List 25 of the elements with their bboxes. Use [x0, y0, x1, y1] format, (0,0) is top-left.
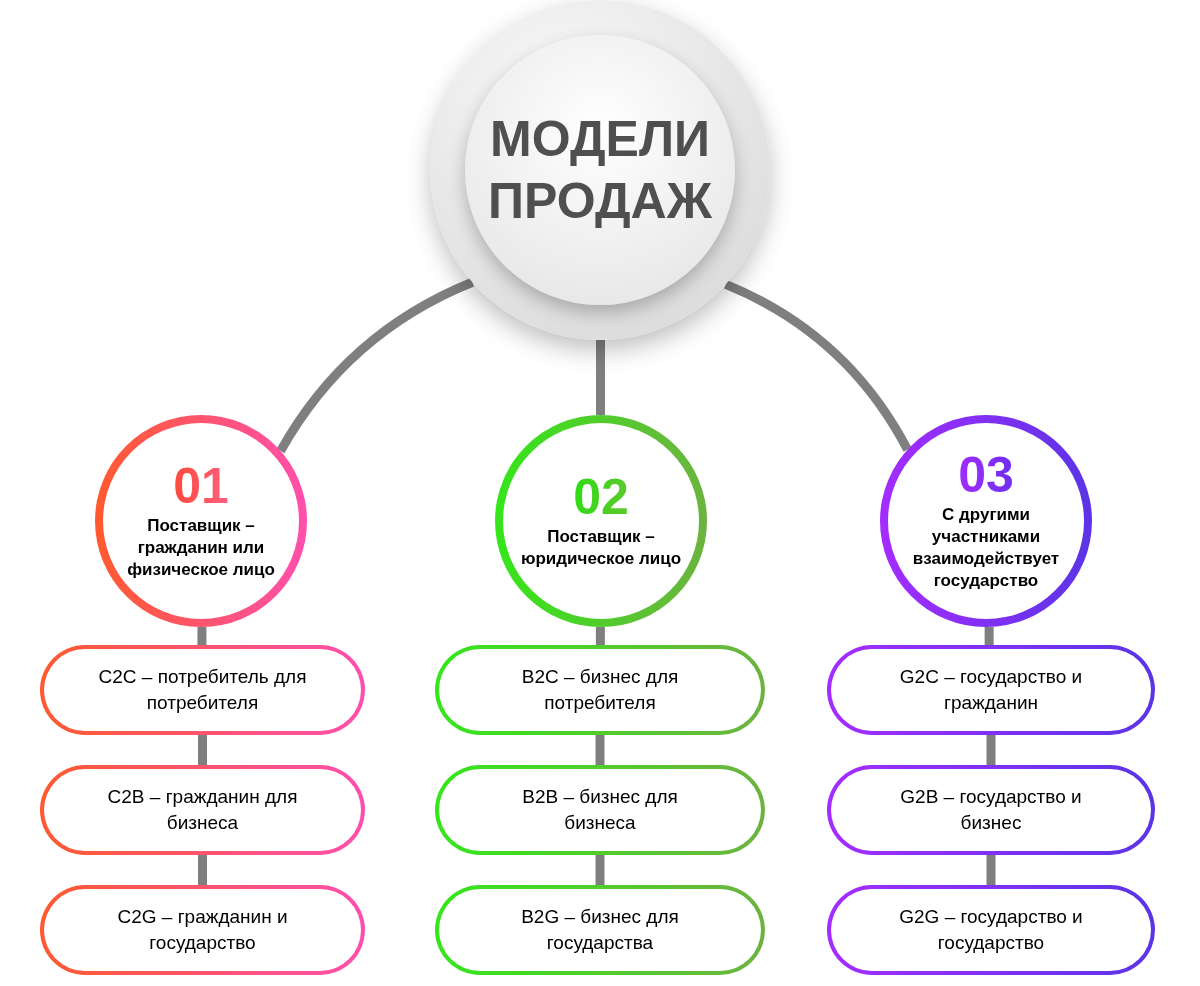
category-text: Поставщик – гражданин или физическое лицо: [126, 514, 276, 582]
connector-line: [723, 280, 912, 452]
model-text: G2B – государство и бизнес: [899, 785, 1083, 835]
model-text: B2C – бизнес для потребителя: [520, 665, 680, 715]
connector-line: [198, 735, 207, 765]
model-text: G2C – государство и гражданин: [898, 665, 1084, 715]
category-text: С другими участниками взаимодействует государство: [911, 503, 1061, 593]
connector-line: [595, 855, 605, 885]
model-text: G2G – государство и государство: [898, 905, 1084, 955]
model-text: B2B – бизнес для бизнеса: [521, 785, 679, 835]
model-text: B2G – бизнес для государства: [520, 905, 680, 955]
hub-title: МОДЕЛИ ПРОДАЖ: [487, 109, 713, 231]
connector-line: [276, 278, 475, 454]
connector-line: [596, 340, 605, 415]
model-text: C2B – гражданин для бизнеса: [106, 785, 299, 835]
category-text: Поставщик – юридическое лицо: [519, 525, 683, 570]
model-text: C2C – потребитель для потребителя: [97, 665, 308, 715]
connector-line: [198, 855, 207, 885]
connector-line: [984, 626, 994, 645]
connector-line: [986, 735, 996, 765]
connector-line: [595, 627, 605, 645]
model-text: C2G – гражданин и государство: [116, 905, 289, 955]
connector-line: [197, 627, 207, 645]
connector-line: [595, 735, 605, 765]
connector-line: [986, 855, 996, 885]
